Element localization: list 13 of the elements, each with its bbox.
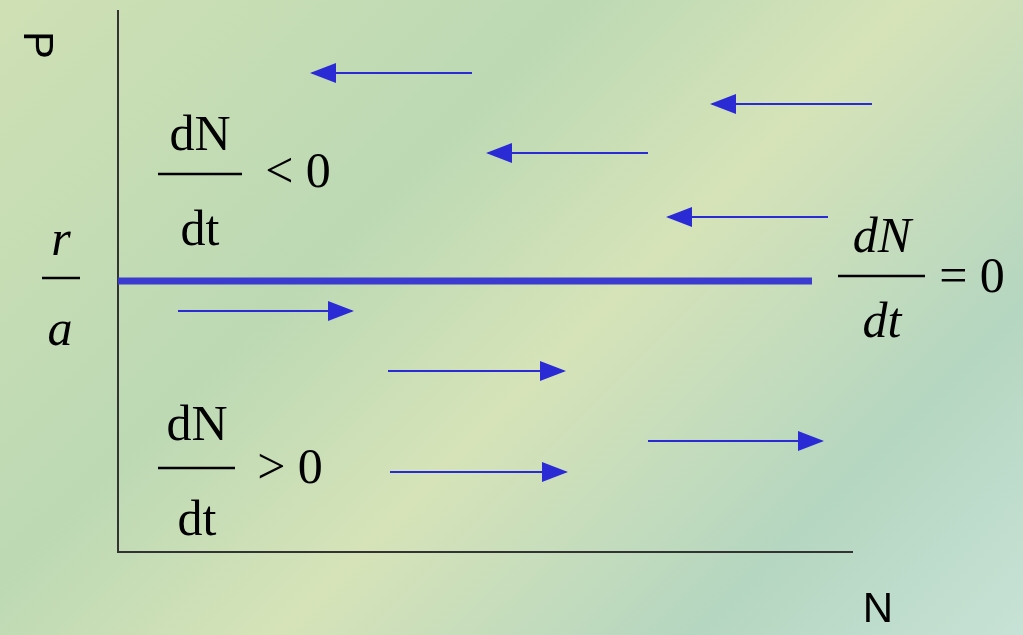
math-text: = 0 bbox=[939, 250, 1005, 300]
math-text: dt bbox=[177, 493, 217, 543]
math-text: dN bbox=[852, 210, 912, 260]
math-text: dN bbox=[166, 398, 228, 448]
math-text: r bbox=[51, 213, 71, 263]
math-text: a bbox=[47, 303, 73, 353]
axis-label: N bbox=[862, 587, 894, 629]
axis-label: P bbox=[17, 31, 59, 59]
math-text: dN bbox=[169, 108, 231, 158]
math-text: < 0 bbox=[265, 145, 331, 195]
math-text: dt bbox=[180, 203, 220, 253]
math-text: > 0 bbox=[257, 441, 323, 491]
math-text: dt bbox=[862, 295, 902, 345]
